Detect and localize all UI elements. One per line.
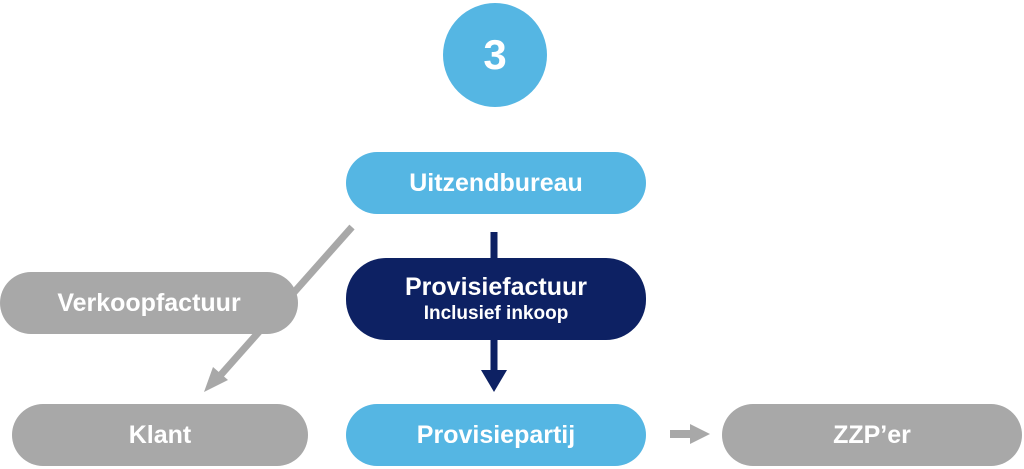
node-klant-label: Klant: [128, 421, 192, 449]
node-provisiefactuur: Provisiefactuur Inclusief inkoop: [346, 258, 646, 340]
node-provisiefactuur-sublabel: Inclusief inkoop: [423, 303, 569, 324]
arrow-provisiefactuur-to-provisiepartij: [481, 338, 507, 392]
node-verkoopfactuur: Verkoopfactuur: [0, 272, 298, 334]
node-uitzendbureau: Uitzendbureau: [346, 152, 646, 214]
node-zzper-label: ZZP’er: [833, 421, 911, 449]
node-verkoopfactuur-label: Verkoopfactuur: [57, 289, 241, 317]
node-uitzendbureau-label: Uitzendbureau: [409, 169, 583, 197]
node-provisiepartij: Provisiepartij: [346, 404, 646, 466]
node-provisiepartij-label: Provisiepartij: [416, 421, 576, 449]
arrow-provisiepartij-to-zzper: [670, 424, 710, 444]
node-provisiefactuur-label: Provisiefactuur: [404, 273, 587, 301]
step-number: 3: [483, 31, 507, 78]
node-klant: Klant: [12, 404, 308, 466]
node-zzper: ZZP’er: [722, 404, 1022, 466]
step-number-badge: 3: [443, 3, 547, 107]
